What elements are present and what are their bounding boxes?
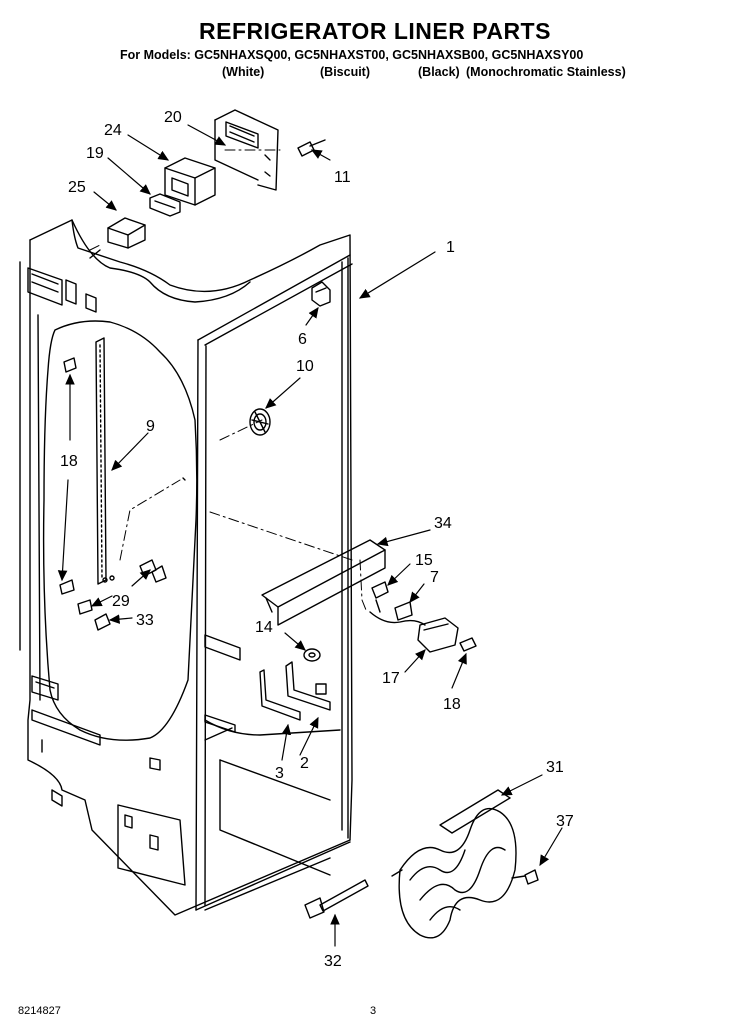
leader-lines: [57, 124, 563, 947]
part-11-screw: [297, 139, 326, 157]
model-list: For Models: GC5NHAXSQ00, GC5NHAXST00, GC…: [120, 48, 584, 62]
callout-9: 9: [146, 418, 155, 435]
page-title: REFRIGERATOR LINER PARTS: [199, 18, 551, 44]
part-20-cover: [214, 109, 279, 191]
callout-7: 7: [430, 569, 439, 586]
part-24-housing: [164, 157, 216, 206]
part-34-cover: [261, 539, 386, 626]
callout-2: 2: [300, 755, 309, 772]
callout-18-right: 18: [443, 696, 461, 713]
callout-10: 10: [296, 358, 314, 375]
cutaway-hardware: [59, 357, 186, 631]
callout-25: 25: [68, 179, 86, 196]
bracket-parts: [259, 648, 331, 721]
part-37-screw: [511, 869, 539, 885]
callout-29: 29: [112, 593, 130, 610]
callout-37: 37: [556, 813, 574, 830]
callout-11: 11: [334, 169, 351, 186]
variant-biscuit: (Biscuit): [320, 65, 370, 79]
callout-labels: 1 2 3 6 7 9 10 11 14 15 17 18 18 19 20 2…: [60, 109, 574, 970]
callout-34: 34: [434, 515, 452, 532]
liner-body: [19, 219, 353, 916]
callout-31: 31: [546, 759, 564, 776]
callout-19: 19: [86, 145, 104, 162]
callout-18-left: 18: [60, 453, 78, 470]
control-assembly: [369, 581, 477, 653]
leader-dashes: [89, 149, 367, 611]
callout-17: 17: [382, 670, 400, 687]
page-number: 3: [370, 1005, 377, 1017]
callout-6: 6: [298, 331, 307, 348]
part-6-clip: [311, 281, 331, 307]
variant-stainless: (Monochromatic Stainless): [466, 65, 626, 79]
callout-14: 14: [255, 619, 273, 636]
callout-24: 24: [104, 122, 122, 139]
callout-20: 20: [164, 109, 182, 126]
callout-15: 15: [415, 552, 433, 569]
part-19-gasket: [149, 193, 181, 217]
part-10-knob: [249, 408, 271, 436]
variant-black: (Black): [418, 65, 460, 79]
callout-33: 33: [136, 612, 154, 629]
variant-white: (White): [222, 65, 265, 79]
part-32-tie: [304, 879, 369, 919]
callout-1: 1: [446, 239, 455, 256]
callout-3: 3: [275, 765, 284, 782]
part-25-switch: [89, 217, 146, 259]
document-number: 8214827: [18, 1005, 61, 1017]
callout-32: 32: [324, 953, 342, 970]
part-31-heater: [391, 789, 517, 939]
